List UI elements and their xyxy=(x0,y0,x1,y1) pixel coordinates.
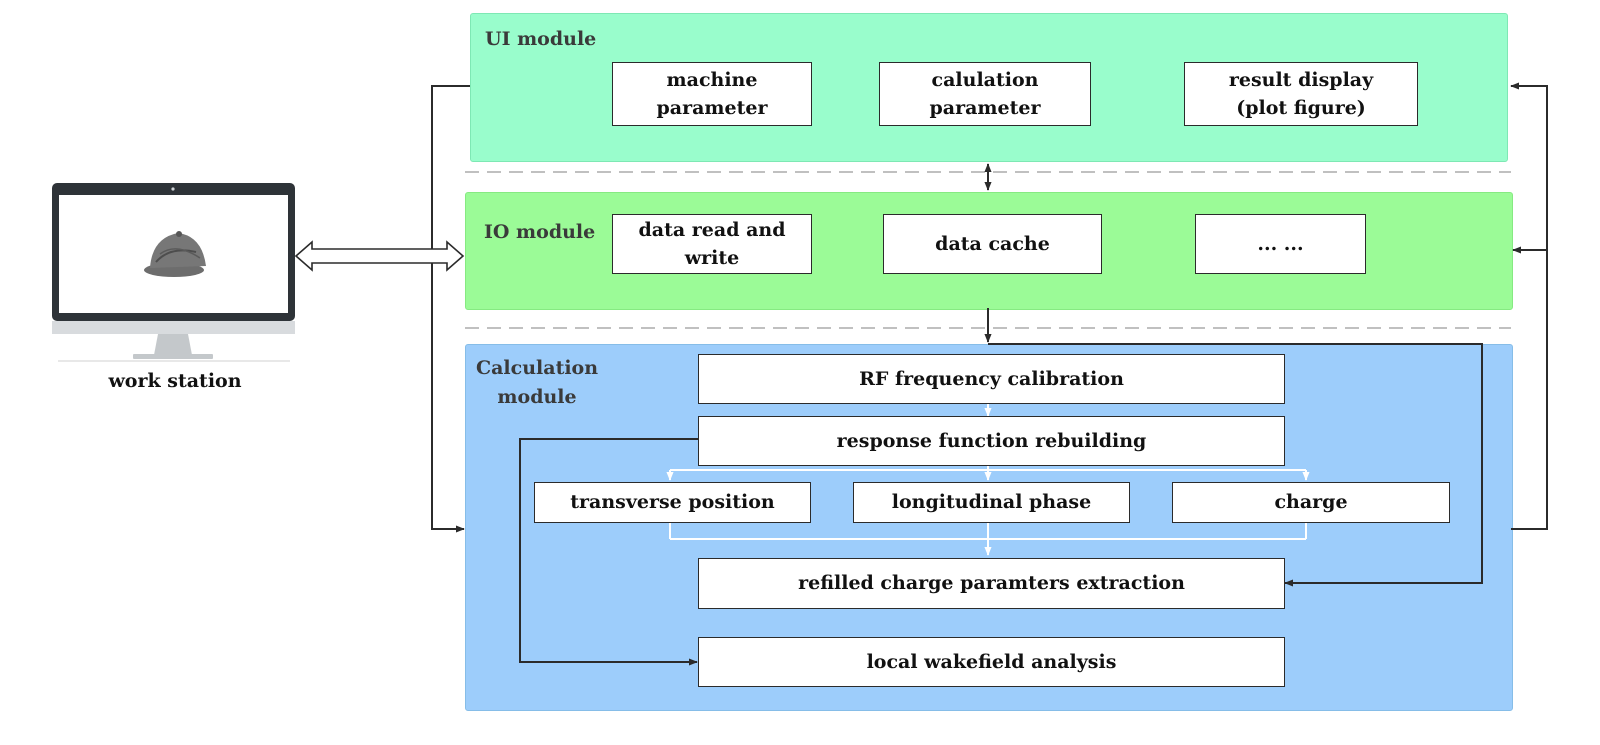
data-cache-box[interactable]: data cache xyxy=(883,214,1102,274)
calculation-module-title: Calculation module xyxy=(476,357,599,409)
more-io-box[interactable]: ... ... xyxy=(1195,214,1366,274)
rf-frequency-calibration-box[interactable]: RF frequency calibration xyxy=(698,354,1285,404)
charge-box[interactable]: charge xyxy=(1172,482,1450,523)
refilled-charge-parameters-box[interactable]: refilled charge paramters extraction xyxy=(698,558,1285,609)
response-function-rebuilding-box[interactable]: response function rebuilding xyxy=(698,416,1285,466)
longitudinal-phase-box[interactable]: longitudinal phase xyxy=(853,482,1130,523)
result-display-box[interactable]: result display (plot figure) xyxy=(1184,62,1418,126)
workstation-io-double-arrow xyxy=(294,240,465,272)
workstation-label: work station xyxy=(108,370,242,392)
hat-icon xyxy=(144,231,206,277)
loop-to-refilled-arrow xyxy=(988,343,1483,587)
ui-to-calc-arrow xyxy=(431,85,470,533)
io-module-title: IO module xyxy=(484,221,596,243)
calculation-parameter-box[interactable]: calulation parameter xyxy=(879,62,1091,126)
machine-parameter-box[interactable]: machine parameter xyxy=(612,62,812,126)
data-read-write-box[interactable]: data read and write xyxy=(612,214,812,274)
local-wakefield-analysis-box[interactable]: local wakefield analysis xyxy=(698,637,1285,687)
calc-to-ui-arrow xyxy=(1510,82,1548,530)
response-to-wakefield-arrow xyxy=(519,438,698,666)
monitor-icon xyxy=(52,183,295,362)
ui-module-title: UI module xyxy=(485,28,597,50)
transverse-position-box[interactable]: transverse position xyxy=(534,482,811,523)
